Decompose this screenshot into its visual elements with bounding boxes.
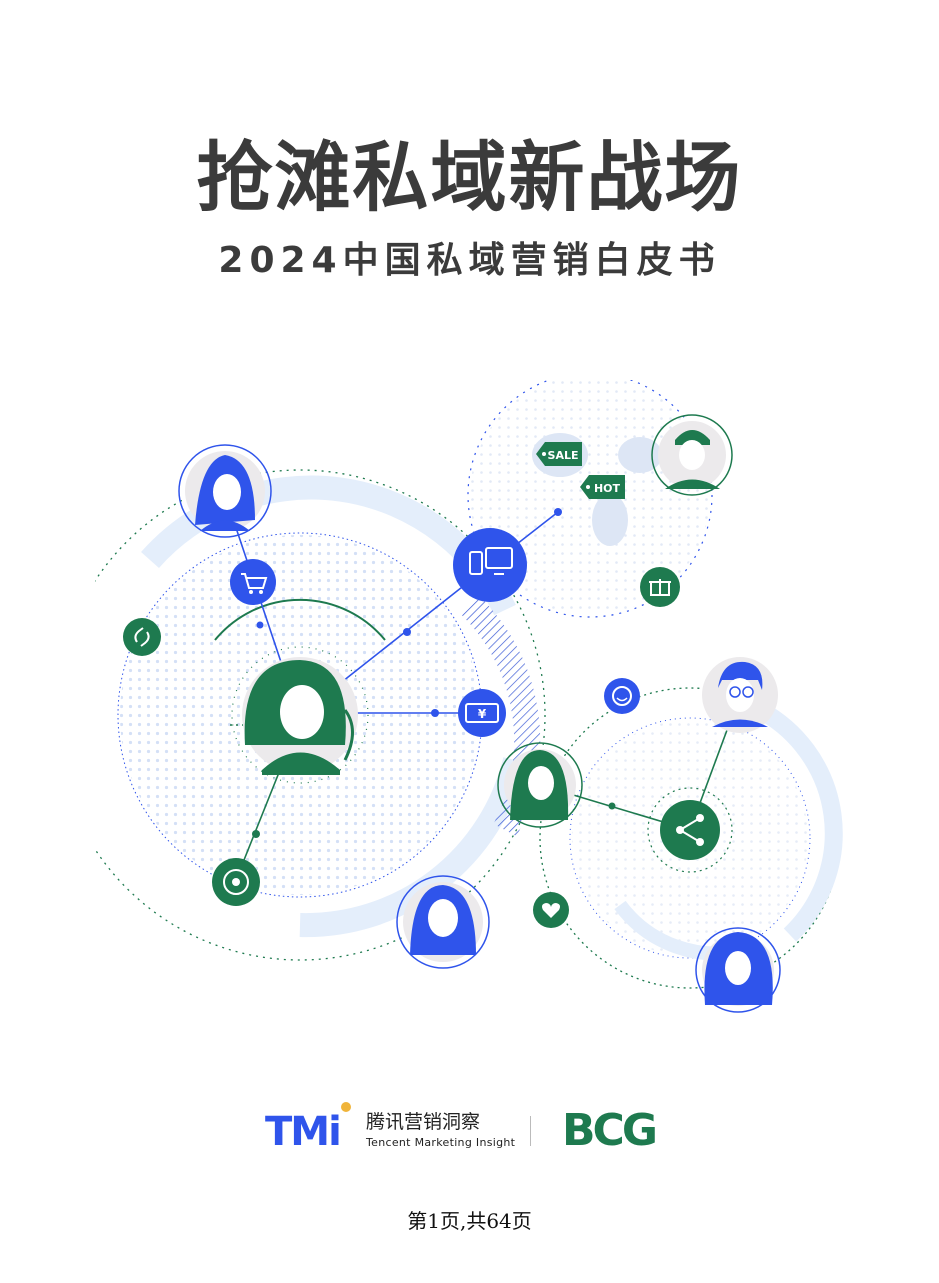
avatar-woman-center [242, 657, 358, 775]
cover-subtitle: 2024中国私域营销白皮书 [218, 240, 721, 281]
avatar-woman-curly [695, 927, 781, 1013]
link-icon [123, 618, 161, 656]
tmi-logo-dot [341, 1102, 351, 1112]
tmi-logo-mark: TMi [265, 1109, 342, 1155]
connector-dots [252, 508, 616, 838]
coupon-icon: ¥ [458, 689, 506, 737]
avatar-man-glasses [702, 657, 778, 733]
bcg-logo: BCG [562, 1105, 658, 1156]
network-illustration: ¥ SALE HOT [95, 380, 843, 1013]
partner-logos: TMi 腾讯营销洞察 Tencent Marketing Insight BCG [0, 1100, 939, 1160]
coupon-symbol: ¥ [478, 707, 487, 721]
hot-tag-text: HOT [594, 482, 621, 495]
devices-icon [453, 528, 527, 602]
logo-divider [530, 1116, 531, 1146]
hot-tag: HOT [580, 475, 625, 499]
avatar-woman-bottom [396, 875, 490, 969]
camera-aperture-icon [212, 858, 260, 906]
gift-icon [640, 567, 680, 607]
page-indicator: 第1页,共64页 [407, 1209, 532, 1233]
smile-icon [604, 678, 640, 714]
sale-tag: SALE [536, 442, 582, 466]
avatar-woman-blue [178, 444, 272, 538]
cover-title: 抢滩私域新战场 [196, 133, 743, 222]
tmi-name-en: Tencent Marketing Insight [366, 1136, 516, 1149]
tmi-name-cn: 腾讯营销洞察 [366, 1111, 481, 1133]
cart-icon [230, 559, 276, 605]
avatar-woman-middle [497, 742, 583, 828]
heart-icon [533, 892, 569, 928]
share-icon [647, 787, 733, 873]
sale-tag-text: SALE [548, 449, 579, 462]
avatar-doctor [651, 414, 733, 496]
